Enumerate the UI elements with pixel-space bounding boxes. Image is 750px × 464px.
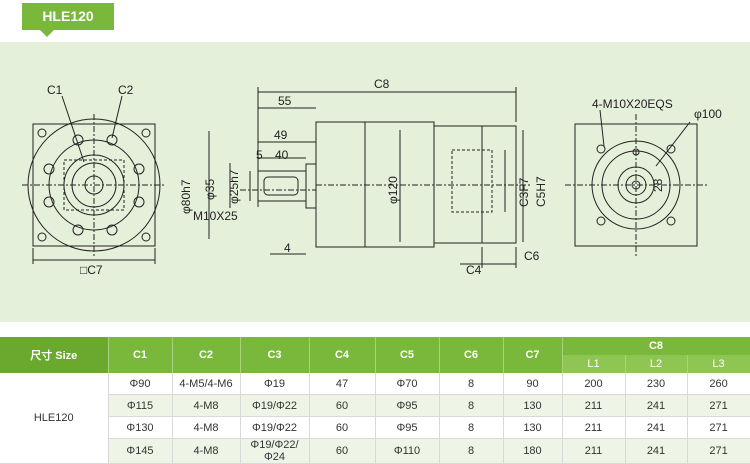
table-row: Φ145 4-M8 Φ19/Φ22/Φ24 60 Φ110 8 180 211 … bbox=[0, 438, 750, 464]
header-l1: L1 bbox=[562, 355, 626, 373]
cell: Φ95 bbox=[375, 416, 440, 439]
header-c1: C1 bbox=[108, 337, 173, 373]
cell: Φ19 bbox=[240, 373, 310, 395]
cell: 241 bbox=[625, 416, 688, 439]
header-c4: C4 bbox=[309, 337, 376, 373]
header-c8: C8 bbox=[562, 337, 750, 355]
technical-drawing: C1 C2 □C7 C8 55 49 5 40 φ80h7 φ35 φ25h7 … bbox=[0, 42, 750, 322]
cell: 60 bbox=[309, 416, 376, 439]
cell: Φ95 bbox=[375, 394, 440, 417]
cell: Φ19/Φ22 bbox=[240, 416, 310, 439]
label-c5h7: C5H7 bbox=[534, 176, 548, 207]
cell: 211 bbox=[562, 416, 626, 439]
cell: 211 bbox=[562, 438, 626, 464]
label-phi100: φ100 bbox=[694, 107, 722, 121]
header-size: 尺寸 Size bbox=[0, 337, 109, 373]
cell: 241 bbox=[625, 394, 688, 417]
label-phi120: φ120 bbox=[386, 176, 400, 204]
spec-table: 尺寸 Size C1 C2 C3 C4 C5 C6 C7 C8 L1 L2 L3… bbox=[0, 337, 750, 464]
cell: Φ110 bbox=[375, 438, 440, 464]
header-c7: C7 bbox=[503, 337, 563, 373]
cell: 60 bbox=[309, 394, 376, 417]
header-c3: C3 bbox=[240, 337, 310, 373]
cell: 211 bbox=[562, 394, 626, 417]
label-c8: C8 bbox=[374, 77, 390, 91]
cell: 4-M5/4-M6 bbox=[172, 373, 241, 395]
label-c1: C1 bbox=[47, 83, 63, 97]
cell: 4-M8 bbox=[172, 416, 241, 439]
cell: 180 bbox=[503, 438, 563, 464]
cell: 8 bbox=[439, 394, 504, 417]
front-view bbox=[22, 95, 166, 264]
cell: 8 bbox=[439, 416, 504, 439]
label-c6: C6 bbox=[524, 249, 540, 263]
cell: 47 bbox=[309, 373, 376, 395]
label-phi25h7: φ25h7 bbox=[227, 169, 241, 204]
cell: Φ90 bbox=[108, 373, 173, 395]
cell: 260 bbox=[687, 373, 750, 395]
cell: 271 bbox=[687, 416, 750, 439]
rear-view bbox=[565, 109, 708, 256]
label-m10x25: M10X25 bbox=[193, 209, 238, 223]
header-l3: L3 bbox=[687, 355, 750, 373]
cell: Φ19/Φ22 bbox=[240, 394, 310, 417]
label-c3f7: C3F7 bbox=[517, 177, 531, 207]
page-title: HLE120 bbox=[22, 3, 114, 37]
label-phi80h7: φ80h7 bbox=[179, 179, 193, 214]
header-c5: C5 bbox=[375, 337, 440, 373]
cell: 271 bbox=[687, 394, 750, 417]
table-row: Φ115 4-M8 Φ19/Φ22 60 Φ95 8 130 211 241 2… bbox=[0, 394, 750, 417]
cell: 200 bbox=[562, 373, 626, 395]
cell: 241 bbox=[625, 438, 688, 464]
cell: Φ115 bbox=[108, 394, 173, 417]
label-40: 40 bbox=[275, 148, 289, 162]
label-c2: C2 bbox=[118, 83, 134, 97]
label-phi35: φ35 bbox=[203, 179, 217, 200]
label-5: 5 bbox=[256, 148, 263, 162]
model-cell: HLE120 bbox=[0, 373, 109, 464]
title-bar: HLE120 bbox=[0, 0, 750, 37]
cell: 8 bbox=[439, 438, 504, 464]
table-row: HLE120 Φ90 4-M5/4-M6 Φ19 47 Φ70 8 90 200… bbox=[0, 373, 750, 464]
label-c4: C4 bbox=[466, 263, 482, 277]
label-55: 55 bbox=[278, 94, 292, 108]
table-row: Φ130 4-M8 Φ19/Φ22 60 Φ95 8 130 211 241 2… bbox=[0, 416, 750, 439]
cell: 4-M8 bbox=[172, 438, 241, 464]
cell: 8 bbox=[439, 373, 504, 395]
cell: 130 bbox=[503, 394, 563, 417]
header-l2: L2 bbox=[625, 355, 688, 373]
header-c2: C2 bbox=[172, 337, 241, 373]
cell: 90 bbox=[503, 373, 563, 395]
label-28: 28 bbox=[651, 178, 665, 192]
drawing-svg: C1 C2 □C7 C8 55 49 5 40 φ80h7 φ35 φ25h7 … bbox=[22, 77, 722, 277]
cell: Φ19/Φ22/Φ24 bbox=[240, 438, 310, 464]
cell: Φ70 bbox=[375, 373, 440, 395]
cell: Φ145 bbox=[108, 438, 173, 464]
cell: 60 bbox=[309, 438, 376, 464]
cell: 130 bbox=[503, 416, 563, 439]
side-view bbox=[208, 87, 530, 268]
label-bolts: 4-M10X20EQS bbox=[592, 97, 673, 111]
header-c6: C6 bbox=[439, 337, 504, 373]
label-4: 4 bbox=[284, 241, 291, 255]
label-49: 49 bbox=[274, 128, 288, 142]
cell: 271 bbox=[687, 438, 750, 464]
cell: 4-M8 bbox=[172, 394, 241, 417]
label-c7: □C7 bbox=[80, 263, 103, 277]
cell: Φ130 bbox=[108, 416, 173, 439]
cell: 230 bbox=[625, 373, 688, 395]
